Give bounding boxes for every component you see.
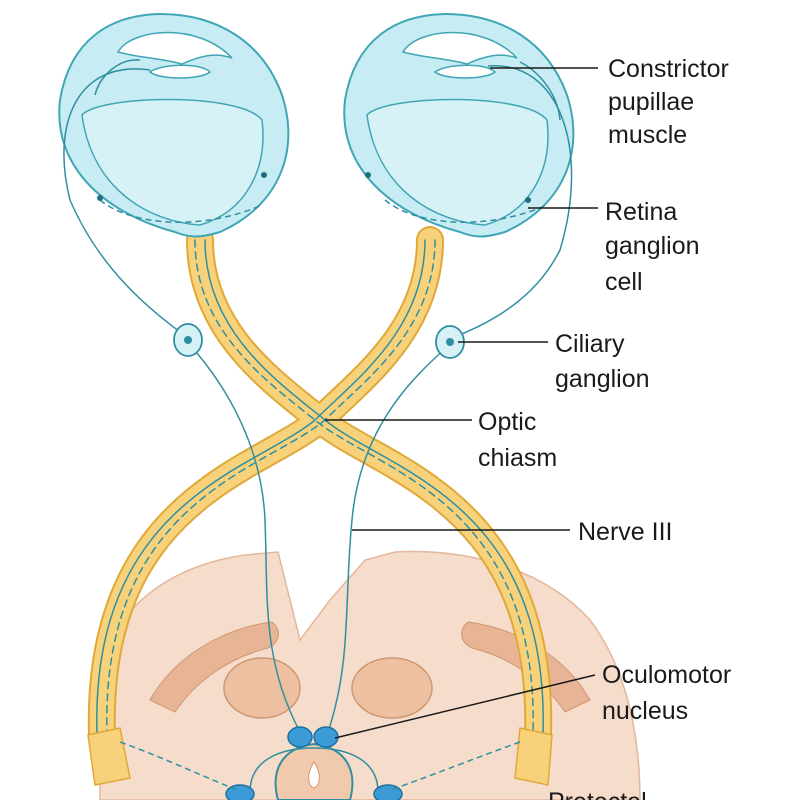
label-optic-chiasm: Optic chiasm: [478, 408, 557, 472]
svg-text:chiasm: chiasm: [478, 444, 557, 472]
optic-pathway: [87, 226, 553, 786]
svg-text:ganglion: ganglion: [605, 232, 700, 260]
lens-left: [116, 31, 233, 65]
lens-right: [401, 31, 518, 65]
svg-text:Constrictor: Constrictor: [608, 55, 729, 83]
red-nucleus-left: [223, 657, 301, 719]
optic-tract-left-to-right: [188, 228, 551, 747]
oculomotor-nucleus: [249, 726, 379, 793]
svg-text:Pretectal: Pretectal: [548, 788, 647, 800]
ciliary-ganglion-left: [173, 323, 203, 357]
optic-tract-right-to-left: [89, 228, 442, 747]
svg-text:pupillae: pupillae: [608, 88, 694, 116]
svg-text:ganglion: ganglion: [555, 365, 650, 393]
tract-end-right: [514, 727, 553, 786]
svg-text:Nerve III: Nerve III: [578, 518, 672, 546]
svg-text:nucleus: nucleus: [602, 697, 688, 725]
svg-text:Ciliary: Ciliary: [555, 330, 625, 358]
svg-text:Retina: Retina: [605, 198, 677, 226]
pretectal-nucleus: [119, 741, 521, 800]
nerve-iii-fibers: [63, 59, 573, 733]
label-ciliary-ganglion: Ciliary ganglion: [555, 330, 650, 393]
svg-text:muscle: muscle: [608, 121, 687, 149]
cerebral-aqueduct: [308, 761, 320, 789]
cerebral-peduncle-left: [149, 621, 279, 713]
eye-left: [58, 12, 290, 238]
label-nerve-iii: Nerve III: [578, 518, 672, 546]
svg-text:Optic: Optic: [478, 408, 536, 436]
red-nucleus-right: [351, 657, 433, 719]
label-constrictor-pupillae: Constrictor pupillae muscle: [608, 55, 729, 149]
label-oculomotor-nucleus: Oculomotor nucleus: [602, 661, 731, 725]
svg-text:cell: cell: [605, 268, 643, 296]
midbrain-section: [99, 550, 641, 800]
tract-end-left: [87, 727, 131, 786]
label-pretectal: Pretectal: [548, 788, 647, 800]
leader-lines: [325, 67, 598, 739]
label-retina-ganglion-cell: Retina ganglion cell: [605, 198, 700, 296]
svg-text:Oculomotor: Oculomotor: [602, 661, 731, 689]
leader-oculomotor: [334, 674, 596, 739]
eye-right: [343, 12, 575, 238]
